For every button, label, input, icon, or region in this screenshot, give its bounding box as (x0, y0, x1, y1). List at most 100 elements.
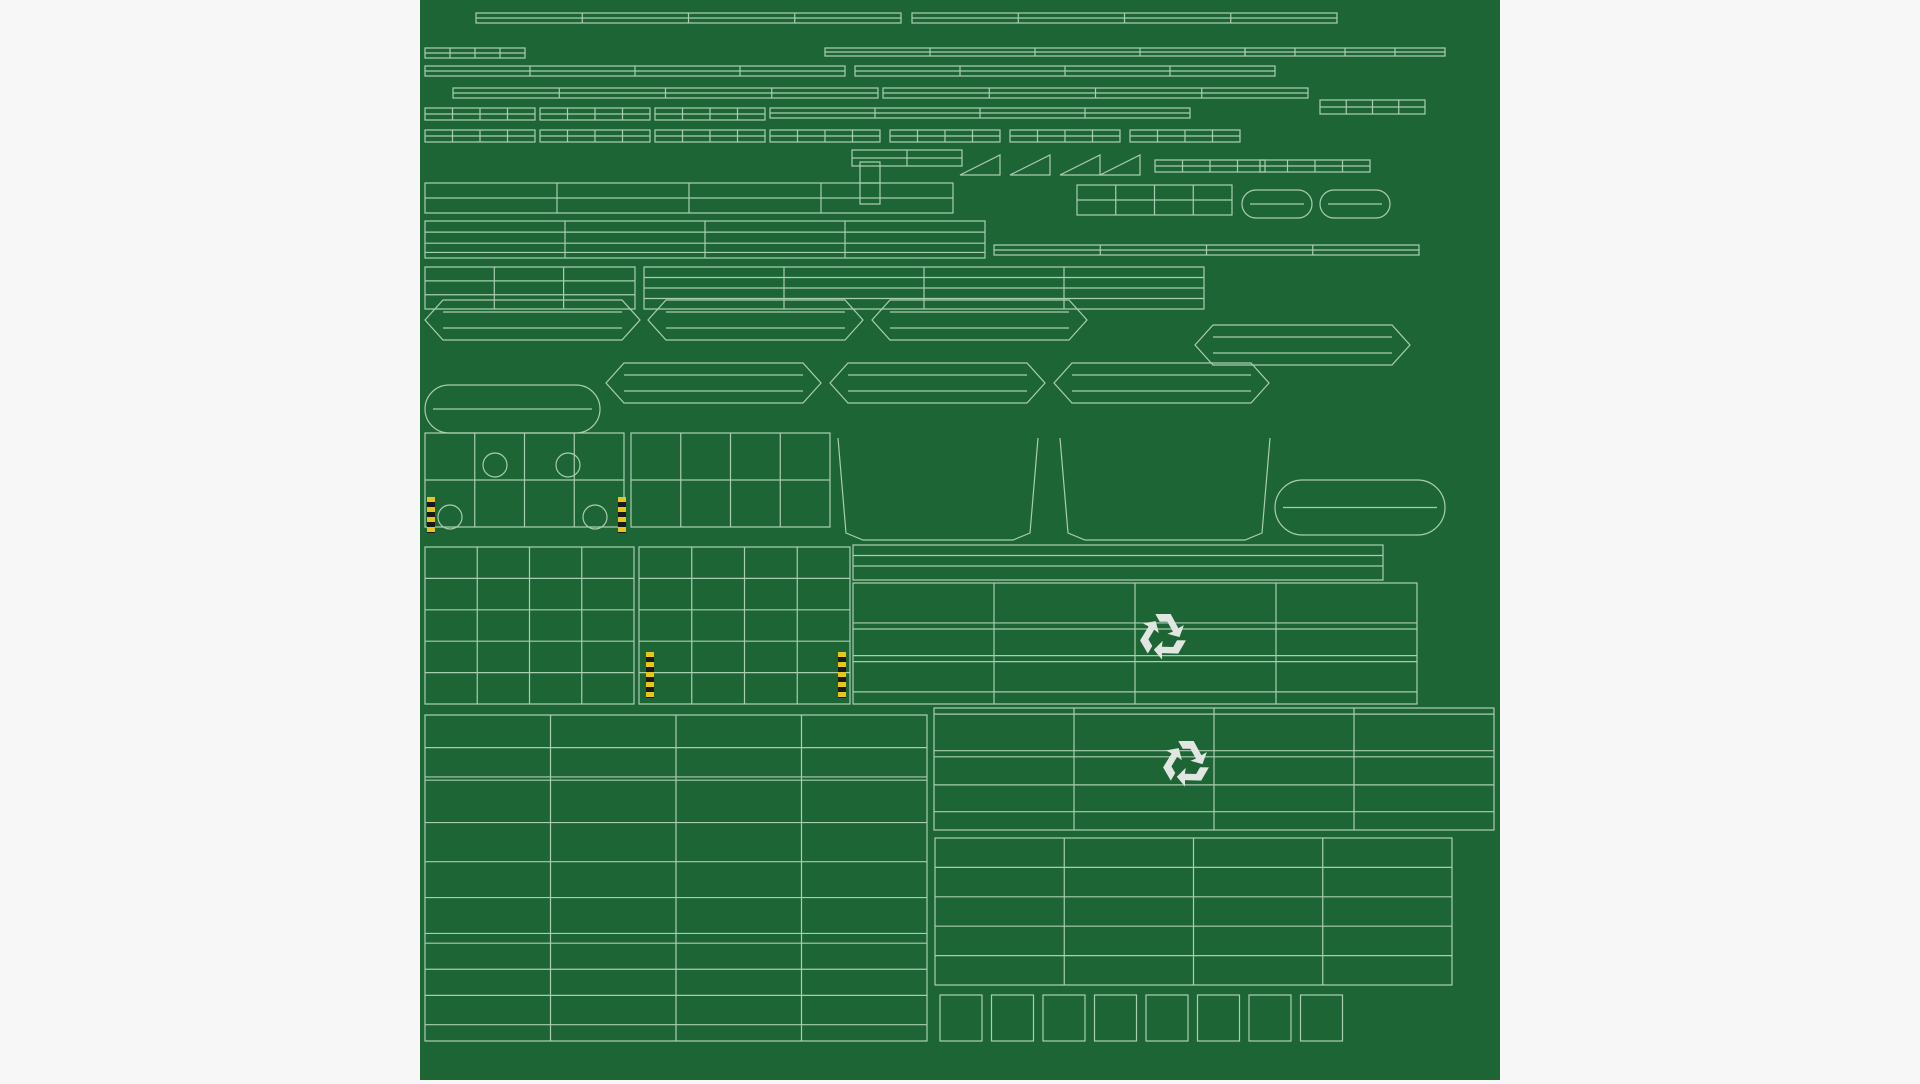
hazard-stripe-segment (618, 507, 626, 512)
island-outline (1242, 190, 1312, 218)
uv-square-island (1095, 995, 1137, 1041)
island-outline (1198, 995, 1240, 1041)
uv-strip-island (860, 162, 880, 204)
uv-strip-island (1260, 160, 1370, 172)
hazard-stripe-segment (618, 517, 626, 522)
uv-strip-island (1245, 48, 1445, 56)
island-outline (648, 300, 863, 340)
hazard-stripe-segment (838, 672, 846, 677)
uv-strip-island (425, 48, 525, 58)
uv-panel-island (425, 267, 635, 309)
recycle-arrow (1176, 767, 1209, 787)
island-outline (1054, 363, 1269, 403)
uv-panel-island (644, 267, 1204, 309)
island-outline (940, 995, 982, 1041)
uv-strip-island (883, 88, 1308, 98)
uv-channel-island (1060, 438, 1270, 540)
uv-square-island (1198, 995, 1240, 1041)
recycle-arrow (1153, 640, 1186, 660)
uv-side-panel-island (853, 583, 1417, 704)
recycle-arrow (1163, 748, 1182, 781)
island-outline (1043, 995, 1085, 1041)
uv-square-island (1146, 995, 1188, 1041)
hazard-stripe-icon (427, 497, 435, 533)
uv-strip-island (425, 183, 953, 213)
uv-capsule-island (1275, 480, 1445, 535)
uv-wireframe-canvas (420, 0, 1500, 1080)
fan-icon (482, 452, 508, 478)
uv-strip-island (425, 130, 535, 142)
hazard-stripe-segment (838, 682, 846, 687)
uv-strip-island (853, 545, 1383, 580)
uv-bottom-island (935, 838, 1452, 985)
uv-capsule-island (1242, 190, 1312, 218)
uv-strip-island (655, 108, 765, 120)
uv-square-island (1043, 995, 1085, 1041)
uv-panel-island (631, 433, 830, 527)
uv-square-island (1301, 995, 1343, 1041)
hazard-stripe-segment (427, 517, 435, 522)
uv-strip-island (540, 108, 650, 120)
uv-wireframe-islands (425, 13, 1494, 1041)
uv-strip-island (852, 150, 962, 166)
hazard-stripe-segment (618, 527, 626, 532)
uv-strip-island (770, 130, 880, 142)
island-outline (1301, 995, 1343, 1041)
island-outline (425, 300, 640, 340)
uv-texture-map (420, 0, 1500, 1080)
uv-beam-island (830, 363, 1045, 403)
fan-icon (582, 504, 608, 530)
uv-beam-island (648, 300, 863, 340)
hazard-stripe-icon (618, 497, 626, 533)
uv-strip-island (540, 130, 650, 142)
decals (427, 497, 1209, 787)
hazard-stripe-segment (646, 652, 654, 657)
uv-triangle-island (1100, 155, 1140, 175)
uv-beam-island (1054, 363, 1269, 403)
island-outline (425, 267, 635, 309)
recycle-arrow (1178, 741, 1207, 765)
uv-side-panel-island (425, 715, 927, 1041)
hazard-stripe-segment (427, 527, 435, 532)
uv-strip-island (425, 108, 535, 120)
uv-triangle-island (960, 155, 1000, 175)
uv-beam-island (872, 300, 1087, 340)
uv-beam-island (425, 300, 640, 340)
hazard-stripe-segment (646, 662, 654, 667)
fan-icon (437, 504, 463, 530)
uv-beam-island (606, 363, 821, 403)
uv-strip-island (453, 88, 878, 98)
uv-floor-island (639, 547, 850, 704)
uv-square-island (1249, 995, 1291, 1041)
uv-strip-island (770, 108, 1190, 118)
island-outline (1146, 995, 1188, 1041)
island-outline (853, 545, 1383, 580)
hazard-stripe-segment (618, 497, 626, 502)
uv-strip-island (476, 13, 901, 23)
island-outline (606, 363, 821, 403)
uv-fan-panel-island (425, 433, 624, 527)
island-outline (1320, 190, 1390, 218)
hazard-stripe-segment (646, 672, 654, 677)
uv-strip-island (655, 130, 765, 142)
hazard-stripe-segment (838, 662, 846, 667)
uv-strip-island (1130, 130, 1240, 142)
island-outline (1195, 325, 1410, 365)
uv-triangle-island (1010, 155, 1050, 175)
uv-strip-island (1320, 100, 1425, 114)
recycle-arrow (1155, 614, 1184, 638)
recycle-icon (1140, 614, 1186, 660)
island-outline (1249, 995, 1291, 1041)
uv-strip-island (425, 66, 845, 76)
uv-triangle-island (1060, 155, 1100, 175)
uv-floor-island (425, 547, 634, 704)
hazard-stripe-segment (646, 682, 654, 687)
uv-strip-island (890, 130, 1000, 142)
uv-square-island (940, 995, 982, 1041)
uv-channel-island (838, 438, 1038, 540)
island-outline (830, 363, 1045, 403)
hazard-stripe-segment (646, 692, 654, 697)
hazard-stripe-segment (838, 652, 846, 657)
uv-panel-island (425, 221, 985, 258)
uv-beam-island (1195, 325, 1410, 365)
